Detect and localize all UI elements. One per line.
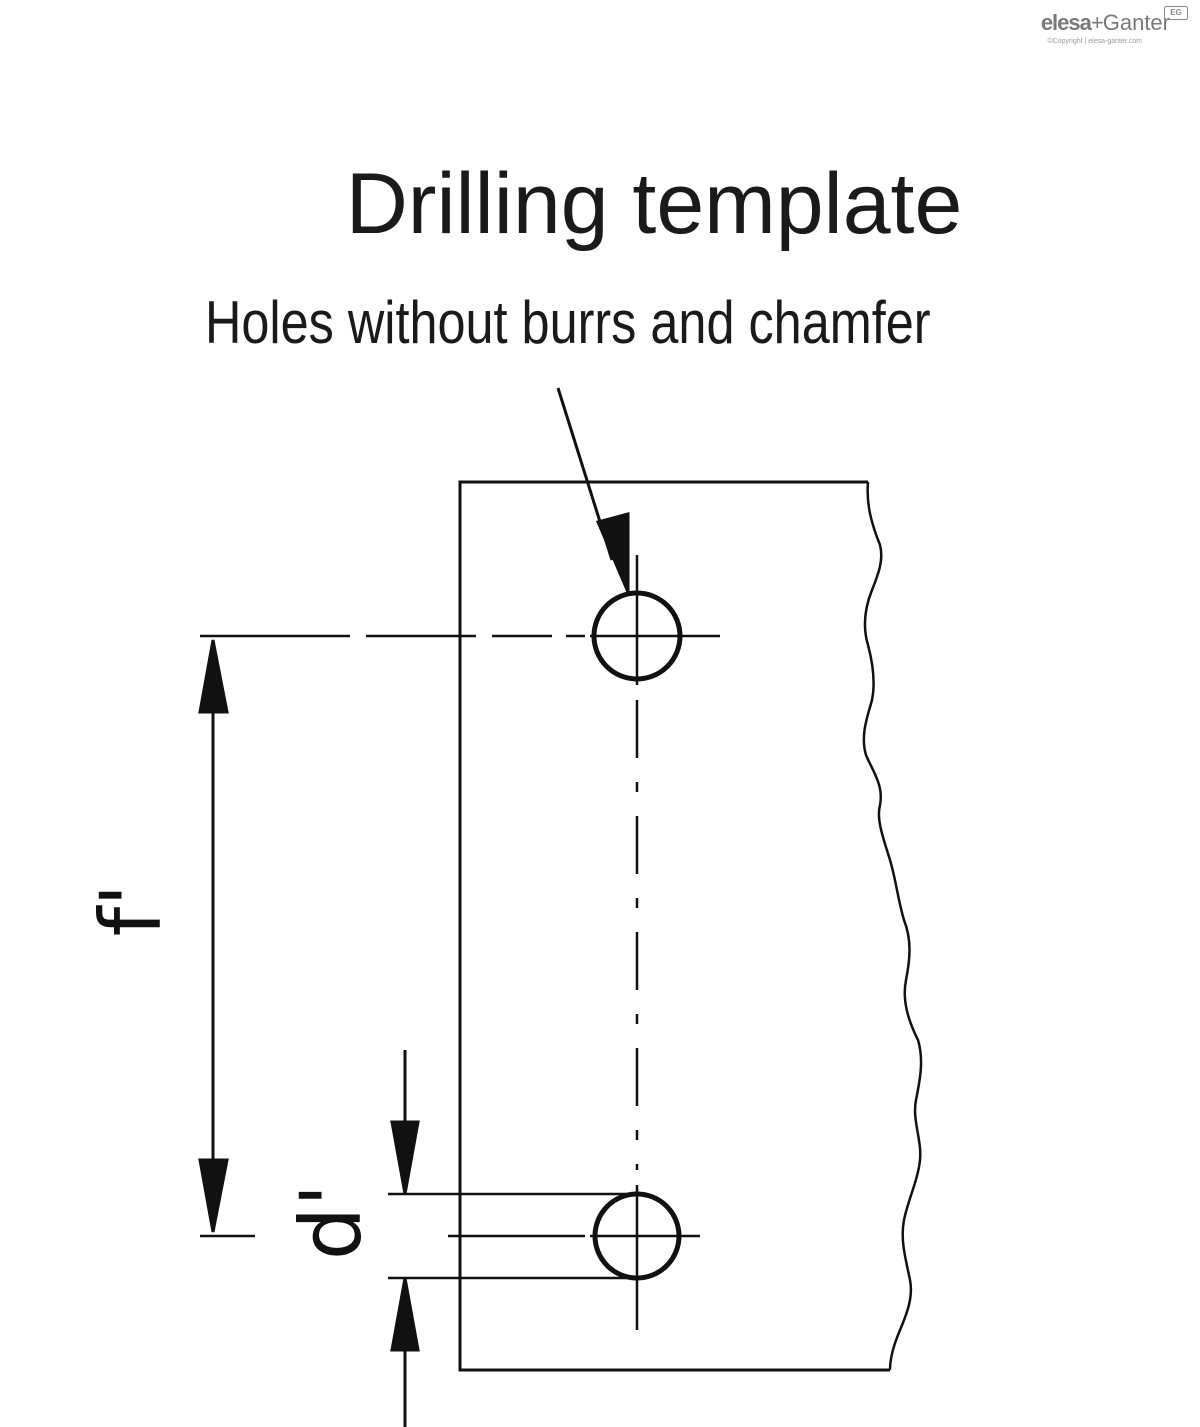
- drawing-note: Holes without burrs and chamfer: [205, 289, 931, 356]
- spacing-arrow-top: [198, 639, 229, 714]
- plate-outline: [458, 480, 890, 1372]
- logo-plus: +: [1090, 10, 1104, 35]
- logo-badge: EG: [1164, 6, 1188, 20]
- logo-partner: Ganter: [1102, 10, 1170, 35]
- diameter-dimension-label: d': [282, 1184, 380, 1260]
- logo-wordmark: elesa+Ganter: [1041, 10, 1170, 36]
- drawing-title: Drilling template: [345, 156, 963, 252]
- spacing-dimension-label: f': [82, 884, 180, 937]
- note-leader-arrowhead: [595, 512, 630, 593]
- plate-break-line: [862, 481, 923, 1371]
- diameter-arrow-bottom: [390, 1277, 420, 1352]
- elesa-ganter-logo: elesa+Ganter EG ©Copyright | elesa-gante…: [1010, 6, 1188, 48]
- logo-brand: elesa: [1040, 10, 1092, 35]
- spacing-arrow-bottom: [198, 1158, 229, 1233]
- diameter-arrow-top: [390, 1120, 420, 1195]
- logo-copyright: ©Copyright | elesa-ganter.com: [1047, 38, 1142, 45]
